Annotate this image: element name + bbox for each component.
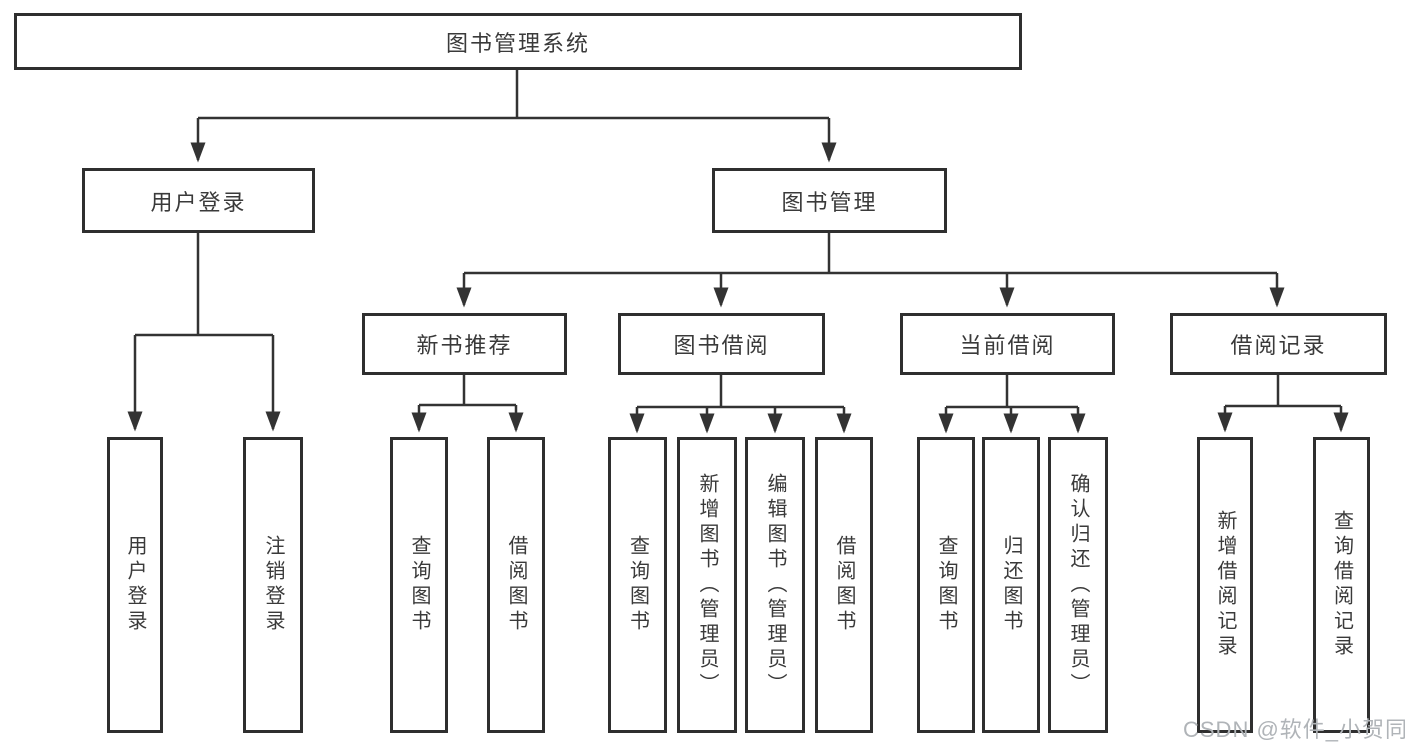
leaf-borrow-books-borrowing: 借阅图书 <box>815 437 873 733</box>
leaf-edit-book-admin: 编辑图书（管理员） <box>745 437 805 733</box>
leaf-logout-login: 注销登录 <box>243 437 303 733</box>
node-book-borrowing: 图书借阅 <box>618 313 825 375</box>
node-current-borrowing: 当前借阅 <box>900 313 1115 375</box>
node-book-management: 图书管理 <box>712 168 947 233</box>
leaf-query-books-current: 查询图书 <box>917 437 975 733</box>
leaf-add-book-admin: 新增图书（管理员） <box>677 437 737 733</box>
leaf-confirm-return-admin: 确认归还（管理员） <box>1048 437 1108 733</box>
leaf-borrow-books-recommend: 借阅图书 <box>487 437 545 733</box>
leaf-user-login: 用户登录 <box>107 437 163 733</box>
leaf-query-books-recommend: 查询图书 <box>390 437 448 733</box>
node-library-management-system: 图书管理系统 <box>14 13 1022 70</box>
node-borrowing-records: 借阅记录 <box>1170 313 1387 375</box>
node-new-book-recommendation: 新书推荐 <box>362 313 567 375</box>
leaf-add-borrow-record: 新增借阅记录 <box>1197 437 1253 733</box>
leaf-query-books-borrowing: 查询图书 <box>608 437 667 733</box>
node-user-login: 用户登录 <box>82 168 315 233</box>
leaf-query-borrow-record: 查询借阅记录 <box>1313 437 1370 733</box>
leaf-return-book: 归还图书 <box>982 437 1040 733</box>
